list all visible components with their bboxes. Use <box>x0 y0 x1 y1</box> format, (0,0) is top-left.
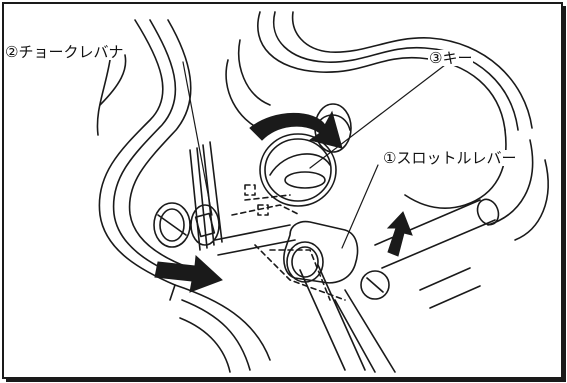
leader-lines <box>182 61 446 249</box>
frame-shadow-right <box>563 6 566 381</box>
handlebar-pipe <box>360 198 500 309</box>
choke-lever-assembly <box>153 141 296 256</box>
frame-shadow-bottom <box>6 379 566 382</box>
lever-travel-guides <box>231 184 346 301</box>
housing-outline-bottom <box>169 284 271 373</box>
housing-outline-left <box>96 19 192 286</box>
key-rotate-arrow <box>249 110 343 149</box>
label-key: ③キー <box>428 49 474 67</box>
label-throttle-lever: ①スロットルレバー <box>382 149 518 167</box>
throttle-lever-body <box>283 220 359 284</box>
label-choke-lever: ②チョークレバナ <box>4 43 125 61</box>
direction-arrows <box>154 110 413 293</box>
push-right-arrow <box>154 254 223 293</box>
housing-outline-top <box>225 11 533 131</box>
lift-up-arrow <box>386 211 413 257</box>
